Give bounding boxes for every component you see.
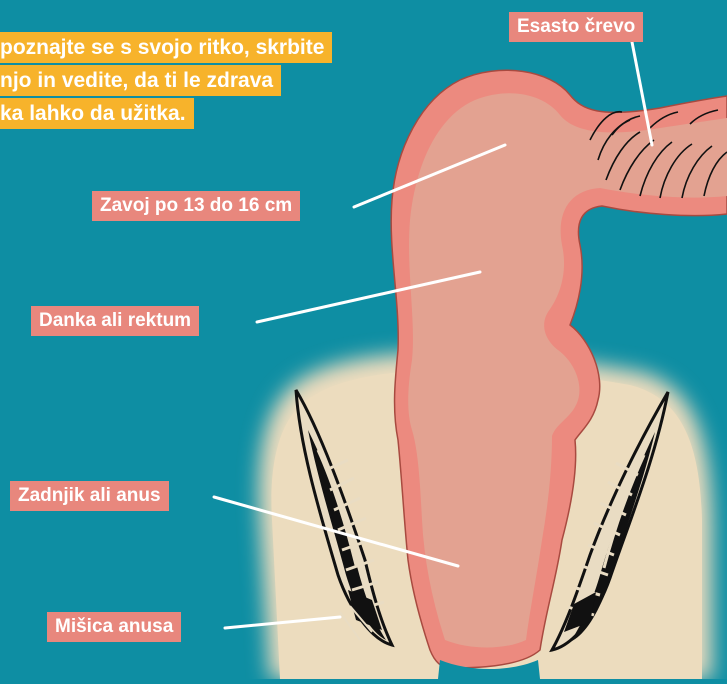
label-rectum: Danka ali rektum <box>31 306 199 336</box>
label-anus: Zadnjik ali anus <box>10 481 169 511</box>
label-bend: Zavoj po 13 do 16 cm <box>92 191 300 221</box>
intro-line-1: poznajte se s svojo ritko, skrbite <box>0 32 332 63</box>
intro-line-2: njo in vedite, da ti le zdrava <box>0 65 281 96</box>
label-anal-muscle: Mišica anusa <box>47 612 181 642</box>
intro-line-3: ka lahko da užitka. <box>0 98 194 129</box>
label-sigmoid-colon: Esasto črevo <box>509 12 643 42</box>
